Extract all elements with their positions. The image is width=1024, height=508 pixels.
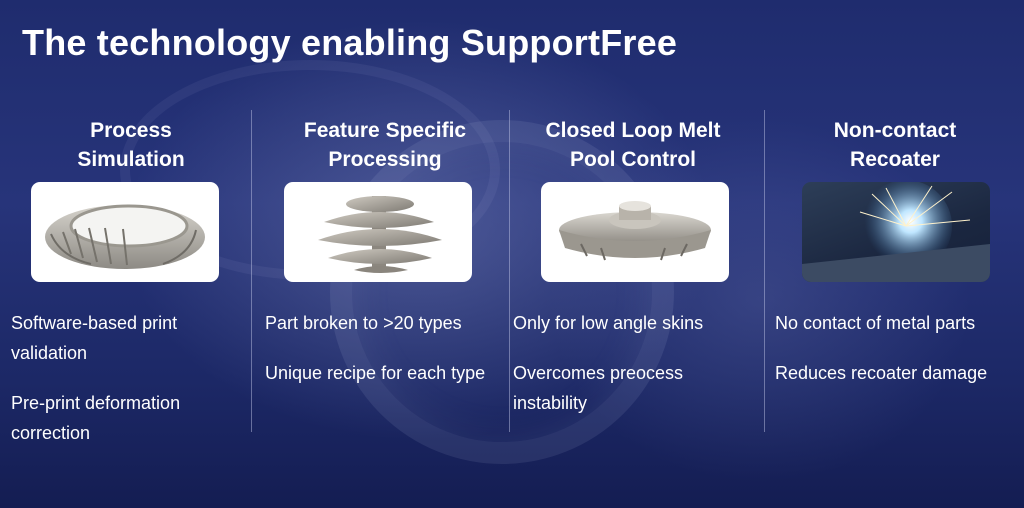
- bullet-list: No contact of metal parts Reduces recoat…: [775, 308, 1015, 388]
- column-feature-specific-processing: Feature Specific Processing Part broken …: [265, 116, 505, 456]
- helical-screw-part-icon: [284, 182, 472, 282]
- bullet-item: Unique recipe for each type: [265, 363, 486, 383]
- bullet-item: Software-based print validation: [11, 313, 178, 363]
- laser-melting-photo-icon: [802, 182, 990, 282]
- bullet-list: Only for low angle skins Overcomes preoc…: [513, 308, 753, 418]
- column-closed-loop-melt-pool-control: Closed Loop Melt Pool Control Only for l…: [513, 116, 753, 456]
- column-heading: Closed Loop Melt Pool Control: [545, 119, 721, 171]
- bullet-item: Reduces recoater damage: [775, 363, 988, 383]
- column-divider: [509, 110, 510, 432]
- bullet-item: Only for low angle skins: [513, 313, 704, 333]
- bullet-item: Pre-print deformation correction: [11, 393, 181, 443]
- bullet-item: Overcomes preocess instability: [513, 363, 684, 413]
- column-heading: Process Simulation: [77, 119, 185, 171]
- column-divider: [764, 110, 765, 432]
- impeller-part-icon: [541, 182, 729, 282]
- column-heading: Non-contact Recoater: [833, 119, 957, 171]
- column-divider: [251, 110, 252, 432]
- bullet-item: No contact of metal parts: [775, 313, 976, 333]
- column-heading: Feature Specific Processing: [303, 119, 467, 171]
- column-non-contact-recoater: Non-contact Recoater: [775, 116, 1015, 456]
- bullet-list: Software-based print validation Pre-prin…: [11, 308, 251, 448]
- slide-title: The technology enabling SupportFree: [22, 22, 678, 63]
- turbine-ring-part-icon: [31, 182, 219, 282]
- bullet-item: Part broken to >20 types: [265, 313, 462, 333]
- bullet-list: Part broken to >20 types Unique recipe f…: [265, 308, 505, 388]
- column-process-simulation: Process Simulation Software-based print …: [11, 116, 251, 456]
